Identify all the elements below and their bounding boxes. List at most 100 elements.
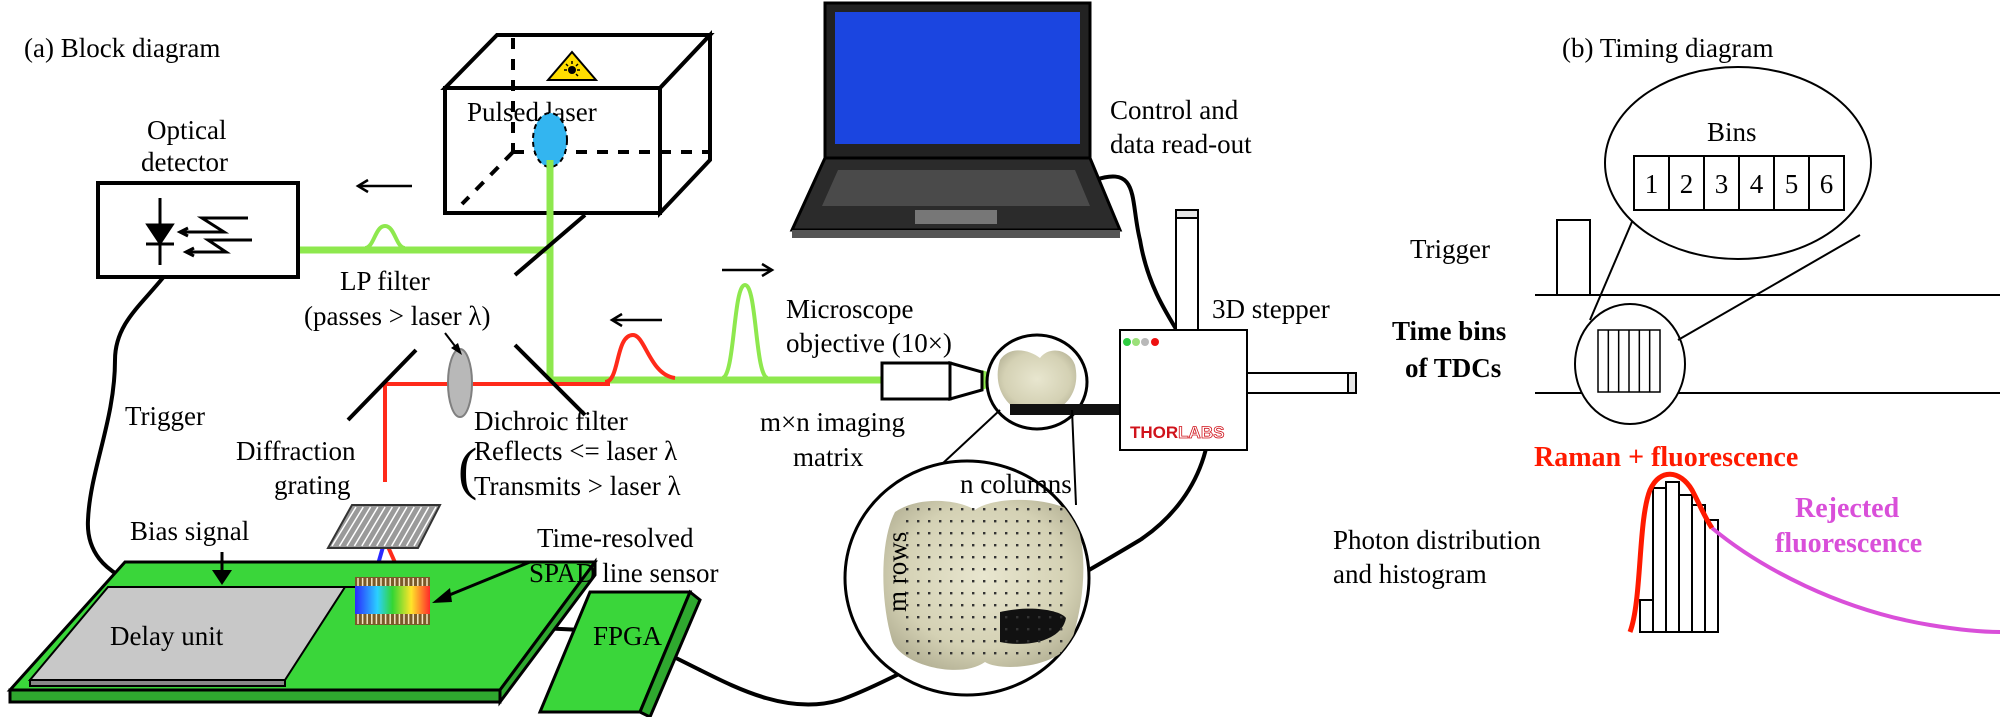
photon-distribution-label-2: and histogram xyxy=(1333,559,1487,589)
photon-distribution-label-1: Photon distribution xyxy=(1333,525,1541,555)
bin-number: 6 xyxy=(1820,169,1834,199)
optical-detector-label-1: Optical xyxy=(147,115,226,145)
spad-pointer-head xyxy=(432,588,452,603)
grating-line xyxy=(390,506,415,547)
diffraction-grating-label-2: grating xyxy=(274,470,350,500)
histogram-bars xyxy=(1639,481,1719,633)
dichroic-filter-label-1: Dichroic filter xyxy=(474,406,628,436)
bins-title: Bins xyxy=(1707,117,1757,147)
sample-mount xyxy=(1010,404,1120,415)
bin-number: 1 xyxy=(1645,169,1659,199)
detector-pulse xyxy=(364,223,406,250)
histogram-bar xyxy=(1639,599,1654,633)
histogram-bar xyxy=(1704,519,1719,633)
raman-label: Raman + fluorescence xyxy=(1534,442,1798,473)
stepper-leds xyxy=(1123,338,1159,346)
control-label-2: data read-out xyxy=(1110,129,1252,159)
bin-number: 2 xyxy=(1680,169,1694,199)
focusing-lens xyxy=(447,348,473,418)
zoom-line-right xyxy=(1071,409,1077,506)
stepper-brand: THORLABS xyxy=(1130,423,1224,442)
stepper-brand-part1: THOR xyxy=(1130,423,1178,442)
objective-body xyxy=(880,361,952,401)
lens-pointer-head xyxy=(451,343,462,355)
control-label-1: Control and xyxy=(1110,95,1239,125)
bin-number: 3 xyxy=(1715,169,1729,199)
laser-source-dot xyxy=(532,112,568,168)
tdc-small-bin-lines xyxy=(1607,330,1651,392)
delay-unit xyxy=(27,586,347,687)
grating-line xyxy=(338,506,364,547)
rejected-label-2: fluorescence xyxy=(1775,528,1922,559)
bias-signal-label: Bias signal xyxy=(130,516,249,546)
block-diagram-title: (a) Block diagram xyxy=(24,33,220,63)
trigger-label: Trigger xyxy=(125,401,205,431)
raman-curve xyxy=(1627,471,1715,633)
grating-line xyxy=(398,506,423,547)
laser-box-hidden-edges xyxy=(460,38,708,206)
histogram-bar xyxy=(1691,504,1706,633)
control-cable xyxy=(698,174,1212,707)
grating-line xyxy=(376,506,401,547)
trigger-pulse xyxy=(1535,219,1591,296)
trigger-cable xyxy=(85,258,178,577)
delay-unit-label: Delay unit xyxy=(110,621,224,651)
histogram-bar xyxy=(1652,487,1667,633)
histogram-bar xyxy=(1665,481,1680,633)
time-bins-label-2: of TDCs xyxy=(1405,353,1501,383)
laser-warning-icon xyxy=(545,50,599,81)
dichroic-filter-label-3: Transmits > laser λ xyxy=(474,471,681,501)
grating-line xyxy=(361,506,386,547)
spad-sensor xyxy=(355,577,430,625)
lp-filter-label-2: (passes > laser λ) xyxy=(304,301,491,331)
grating-line xyxy=(353,506,379,547)
time-bins-label-1: Time bins xyxy=(1392,316,1506,346)
grating-line xyxy=(413,506,437,547)
grating-line xyxy=(331,506,357,547)
stepper-brand-part2: LABS xyxy=(1178,423,1224,442)
n-columns-label: n columns xyxy=(960,469,1072,499)
rejected-fluorescence-curve xyxy=(1710,526,2001,634)
red-beam xyxy=(383,382,610,482)
dichroic-filter xyxy=(513,343,587,417)
diffraction-grating-label-1: Diffraction xyxy=(236,436,356,466)
stepper-body xyxy=(1119,329,1248,451)
objective-nose xyxy=(948,361,984,401)
tdc-zoom-small xyxy=(1574,303,1686,425)
laser-pulse xyxy=(720,282,770,380)
spad-label-2: SPAD line sensor xyxy=(529,558,719,588)
dichroic-bracket-open: ( xyxy=(458,436,477,501)
timing-diagram-title: (b) Timing diagram xyxy=(1562,33,1774,63)
optical-detector-box xyxy=(96,181,300,279)
imaging-matrix-label-2: matrix xyxy=(793,442,864,472)
photodiode-icon xyxy=(145,198,252,265)
grating-mirror xyxy=(346,348,418,422)
bias-arrow-head xyxy=(212,570,232,585)
spad-pointer xyxy=(441,560,531,600)
histogram-bar xyxy=(1678,494,1693,633)
imaging-matrix-label-1: m×n imaging xyxy=(760,407,905,437)
tooth-small xyxy=(997,350,1077,415)
lp-filter xyxy=(513,213,587,277)
grating-line xyxy=(405,506,430,547)
direction-arrows xyxy=(355,178,775,328)
lp-filter-label-1: LP filter xyxy=(340,266,430,296)
pulsed-laser-label: Pulsed laser xyxy=(467,97,597,127)
tdc-zoom-line-right xyxy=(1677,234,1861,341)
imaging-grid-dots xyxy=(905,505,1065,655)
grating-line xyxy=(346,506,372,547)
bin-number: 4 xyxy=(1750,169,1764,199)
diffraction-grating xyxy=(326,504,442,549)
fpga-label: FPGA xyxy=(593,621,663,651)
fpga-board xyxy=(537,589,702,717)
grating-line xyxy=(383,506,408,547)
objective-label-2: objective (10×) xyxy=(786,328,952,358)
raman-pulse xyxy=(604,332,676,384)
rejected-label-1: Rejected xyxy=(1795,493,1900,524)
m-rows-label: m rows xyxy=(882,532,912,612)
grating-line xyxy=(368,506,394,547)
stepper-label: 3D stepper xyxy=(1212,294,1330,324)
dichroic-filter-label-2: Reflects <= laser λ xyxy=(474,436,677,466)
